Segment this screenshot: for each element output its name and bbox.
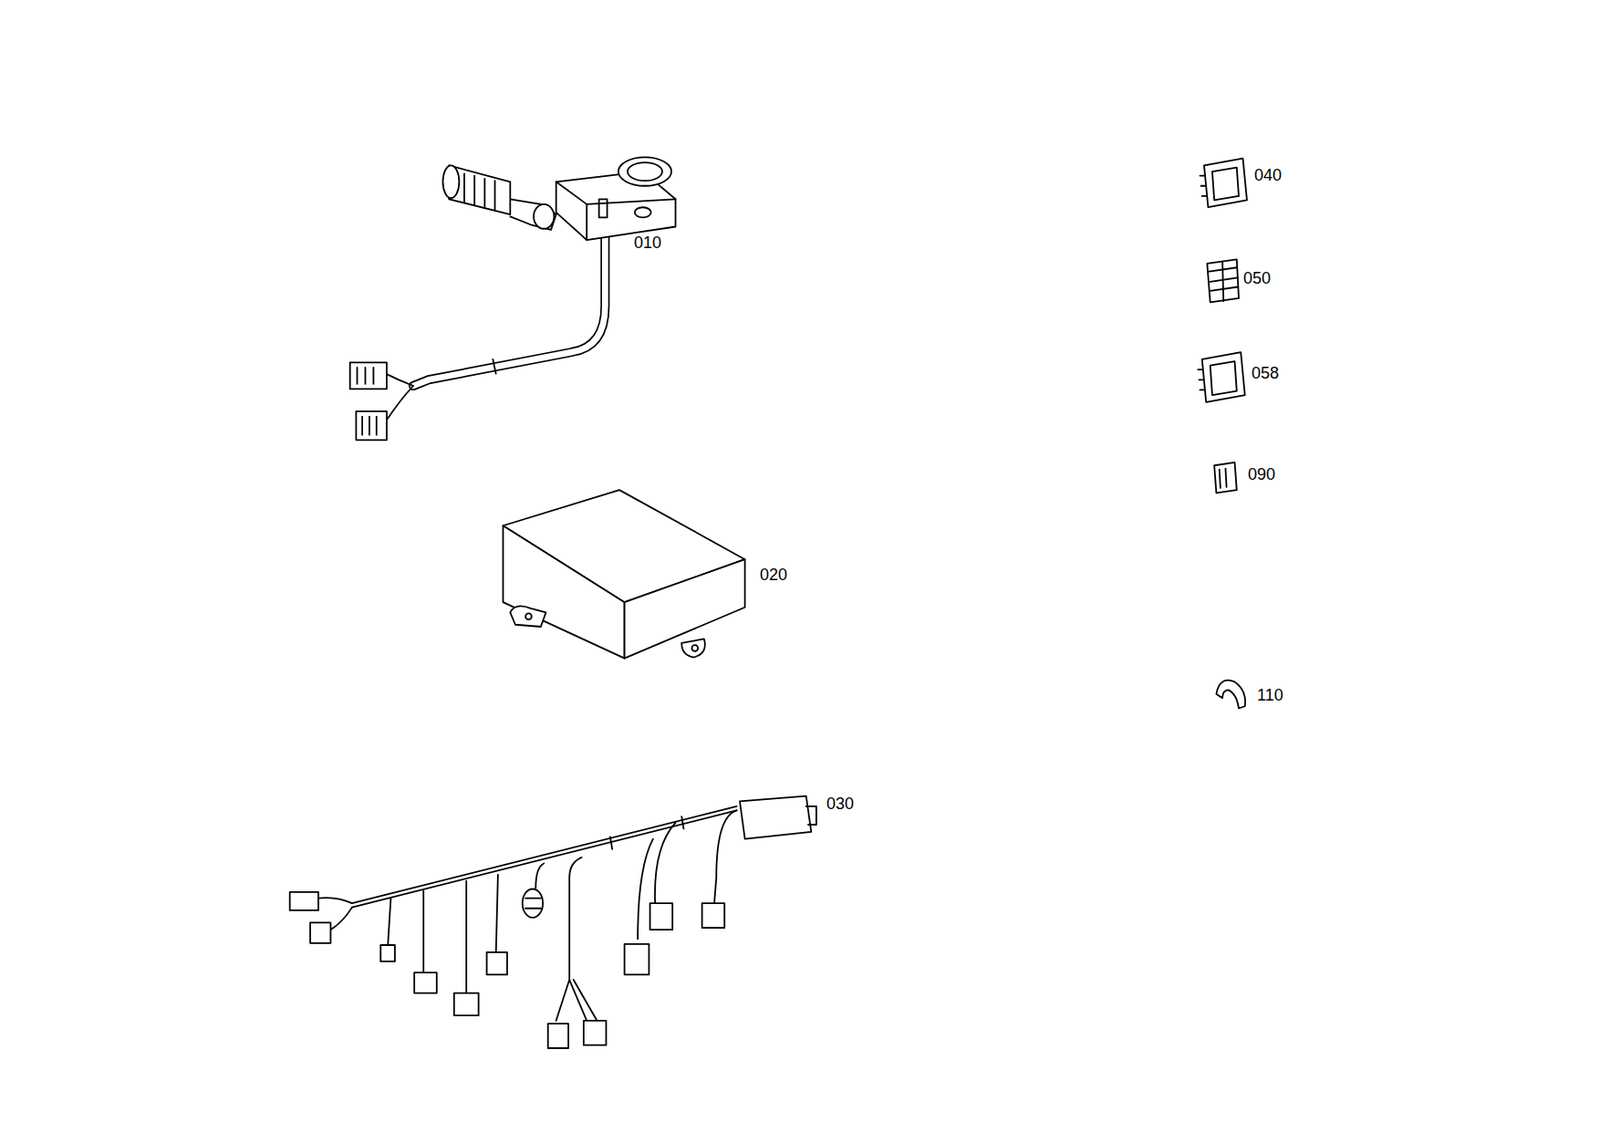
callout-number: 050: [1242, 269, 1272, 288]
small-parts: [1197, 158, 1247, 709]
joystick: [350, 156, 676, 440]
wiring-harness: [290, 796, 817, 1049]
callout-number: 030: [825, 794, 855, 813]
callout-number: 110: [1256, 685, 1285, 705]
callout-number: 090: [1246, 465, 1277, 484]
callout-number: 020: [758, 565, 789, 584]
callout-number: 058: [1250, 363, 1280, 383]
control-unit-box: [502, 489, 745, 659]
callout-number: 040: [1253, 166, 1283, 185]
callout-number: 010: [633, 233, 663, 252]
